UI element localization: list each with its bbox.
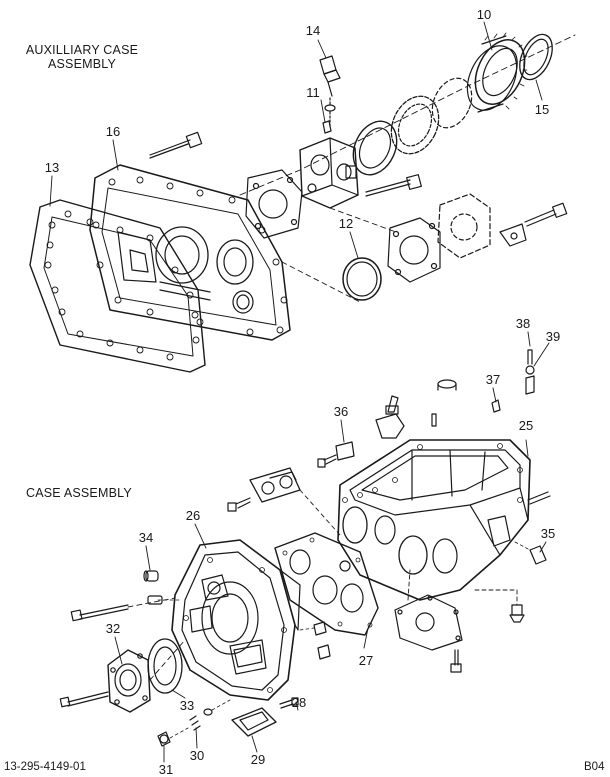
callout-35: 35 <box>540 526 556 541</box>
bearing-retainer <box>107 649 151 713</box>
callout-28: 28 <box>291 695 307 710</box>
assembly-axis-line <box>281 261 361 303</box>
callout-14: 14 <box>305 23 321 38</box>
o-ring <box>342 257 382 301</box>
aux-bracket-bolt <box>499 202 568 247</box>
housing-bolt <box>149 131 203 159</box>
callout-27: 27 <box>358 653 374 668</box>
shift-block-bolt <box>365 174 422 197</box>
auxiliary-case-title-text: AUXILLIARY CASE ASSEMBLY <box>25 43 139 71</box>
callout-36: 36 <box>333 404 349 419</box>
auxiliary-cover-plate <box>245 169 303 239</box>
snap-ring <box>519 33 553 81</box>
bell-housing-bolt <box>70 597 176 622</box>
auxiliary-case-title: AUXILLIARY CASE ASSEMBLY <box>22 43 142 71</box>
callout-26: 26 <box>185 508 201 523</box>
callout-leaders <box>49 21 550 763</box>
aux-cover-plates <box>387 193 491 283</box>
breather-35 <box>514 491 551 565</box>
sheet-code: B04 <box>584 761 605 773</box>
callout-11: 11 <box>306 85 320 100</box>
bell-housing-gasket <box>274 532 379 636</box>
small-cover <box>231 697 299 737</box>
dowels-bushings <box>143 570 331 660</box>
callout-34: 34 <box>138 530 154 545</box>
speed-sensor <box>319 55 341 134</box>
sync-gear <box>466 32 528 113</box>
callout-32: 32 <box>105 621 121 636</box>
callout-31: 31 <box>158 762 174 777</box>
case-assembly-title: CASE ASSEMBLY <box>26 486 132 500</box>
callout-29: 29 <box>250 752 266 767</box>
drawing-number: 13-295-4149-01 <box>4 761 86 773</box>
callout-30: 30 <box>189 748 205 763</box>
callout-38: 38 <box>515 316 531 331</box>
top-cover-parts <box>375 349 535 439</box>
auxiliary-housing <box>89 164 291 341</box>
pto-cover <box>394 569 463 673</box>
callout-16: 16 <box>105 124 121 139</box>
inspection-plate <box>227 467 341 536</box>
callout-15: 15 <box>534 102 550 117</box>
retainer-bolt <box>59 639 186 708</box>
callout-13: 13 <box>44 160 60 175</box>
callout-25: 25 <box>518 418 534 433</box>
plug-and-spring <box>157 699 231 747</box>
callout-37: 37 <box>485 372 501 387</box>
shift-block <box>299 137 359 209</box>
bracket-36 <box>317 441 355 468</box>
case-assembly-title-text: CASE ASSEMBLY <box>26 486 132 500</box>
callout-39: 39 <box>545 329 561 344</box>
callout-12: 12 <box>338 216 354 231</box>
callout-33: 33 <box>179 698 195 713</box>
aux-dash-link <box>329 207 397 233</box>
bell-housing <box>171 539 301 701</box>
drain-plug <box>474 589 525 623</box>
upper-axis-line <box>239 34 576 196</box>
main-case <box>337 439 531 601</box>
callout-10: 10 <box>476 7 492 22</box>
bearing-seal-stack <box>352 77 473 176</box>
retainer-gasket <box>147 638 183 694</box>
